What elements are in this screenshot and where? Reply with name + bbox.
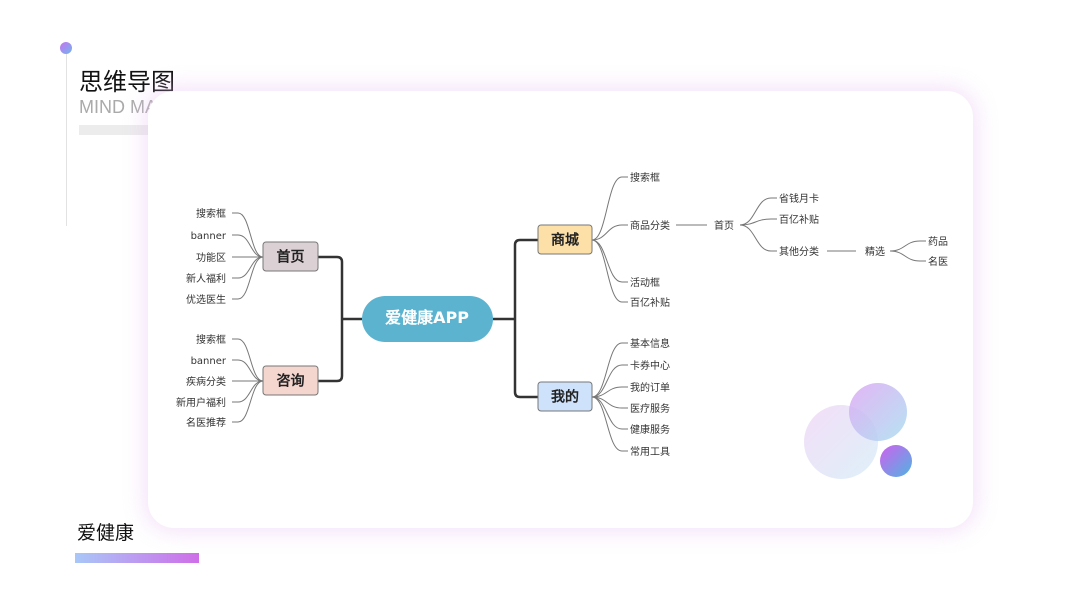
mall-child: 活动框 xyxy=(630,276,660,289)
mall-connector xyxy=(591,176,628,241)
home-connector xyxy=(232,256,264,279)
home-connector xyxy=(232,256,264,300)
consult-connector xyxy=(232,338,264,382)
consult-child: banner xyxy=(191,356,227,367)
mall-child: 百亿补贴 xyxy=(630,296,670,309)
other-featured: 精选 xyxy=(865,245,885,258)
home-child: 搜索框 xyxy=(196,207,226,220)
mall-node-label: 商城 xyxy=(551,232,579,249)
consult-connector xyxy=(232,380,264,423)
mine-child: 我的订单 xyxy=(630,381,670,394)
consult-connector xyxy=(232,380,264,403)
consult-connector xyxy=(232,359,264,382)
mall-connector xyxy=(591,239,628,283)
mine-child: 常用工具 xyxy=(630,445,670,458)
title-underline xyxy=(79,125,167,135)
consult-child: 搜索框 xyxy=(196,333,226,346)
brand-name: 爱健康 xyxy=(77,522,135,544)
category-home-connector xyxy=(739,197,777,226)
home-child: 新人福利 xyxy=(186,272,226,285)
mall-node-box xyxy=(537,224,593,255)
mine-child: 健康服务 xyxy=(630,423,670,436)
brand-bar xyxy=(75,553,199,563)
category-home-connector xyxy=(739,224,777,252)
page-title: 思维导图 xyxy=(79,68,175,96)
category-home-connector xyxy=(739,218,777,226)
category-home-child: 省钱月卡 xyxy=(779,192,819,205)
decor-circle-small xyxy=(880,445,912,477)
mine-connector xyxy=(591,342,628,398)
mine-connector xyxy=(591,396,628,409)
category-home-child: 百亿补贴 xyxy=(779,213,819,226)
mall-connector xyxy=(591,224,628,241)
timeline-line xyxy=(66,48,67,226)
mall-child: 搜索框 xyxy=(630,171,660,184)
mall-child: 商品分类 xyxy=(630,219,670,232)
home-child: banner xyxy=(191,231,227,242)
mine-connector xyxy=(591,386,628,398)
category-home-child: 其他分类 xyxy=(779,245,819,258)
mine-node-box xyxy=(537,381,593,412)
category-home: 首页 xyxy=(714,219,734,232)
home-node-label: 首页 xyxy=(277,249,305,266)
featured-connector xyxy=(889,240,926,252)
mall-connector xyxy=(591,239,628,303)
home-child: 功能区 xyxy=(196,251,226,264)
mine-child: 医疗服务 xyxy=(630,402,670,415)
mine-connector xyxy=(591,364,628,398)
mine-connector xyxy=(591,396,628,452)
home-connector xyxy=(232,234,264,258)
consult-child: 新用户福利 xyxy=(176,396,226,409)
trunk-right xyxy=(493,238,538,399)
mine-connector xyxy=(591,396,628,430)
center-node xyxy=(362,296,493,342)
mine-child: 卡券中心 xyxy=(630,359,670,372)
featured-child: 药品 xyxy=(928,236,948,248)
page-subtitle: MIND MAP xyxy=(79,97,169,117)
timeline-dot xyxy=(60,42,72,54)
consult-node-label: 咨询 xyxy=(277,373,305,390)
home-node-box xyxy=(262,241,319,272)
consult-child: 名医推荐 xyxy=(186,416,226,429)
decor-circle-medium xyxy=(849,383,907,441)
home-child: 优选医生 xyxy=(186,293,226,306)
mine-child: 基本信息 xyxy=(630,337,670,350)
consult-child: 疾病分类 xyxy=(186,375,226,388)
center-label: 爱健康APP xyxy=(385,308,469,327)
featured-child: 名医 xyxy=(928,255,948,268)
mine-node-label: 我的 xyxy=(551,389,579,406)
home-connector xyxy=(232,212,264,258)
consult-node-box xyxy=(262,365,319,396)
trunk-left xyxy=(318,255,362,383)
featured-connector xyxy=(889,250,926,262)
